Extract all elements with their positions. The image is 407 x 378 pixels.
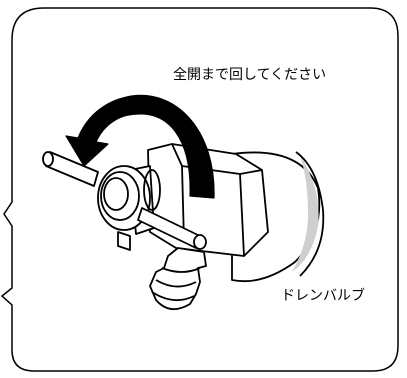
rotation-arrow-icon (65, 94, 215, 199)
valve-flange-shade (292, 155, 319, 272)
drain-spout (149, 247, 207, 310)
drain-valve-label: ドレンバルブ (281, 287, 365, 304)
valve-assembly (42, 143, 325, 310)
instruction-label: 全開まで回してください (173, 66, 326, 83)
callout-frame (0, 7, 399, 372)
